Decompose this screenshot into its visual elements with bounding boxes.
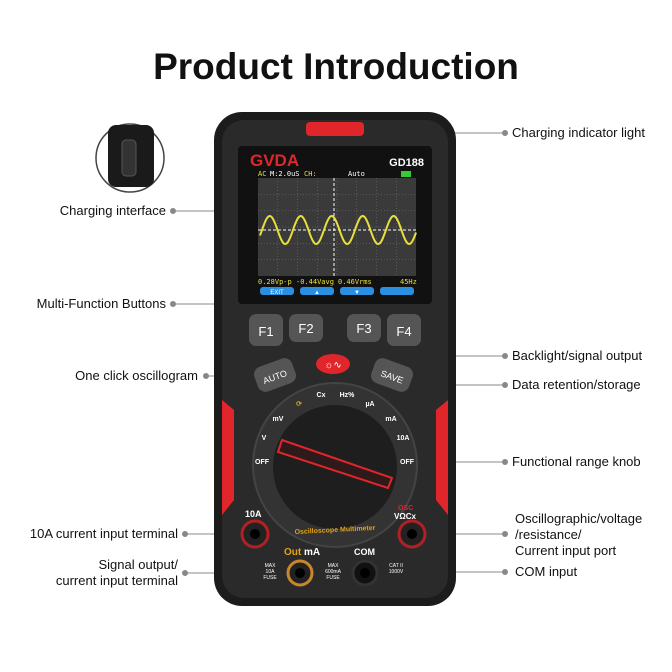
dial-caption: Oscilloscope Multimeter bbox=[294, 525, 375, 536]
callout-signal-output: Signal output/ current input terminal bbox=[55, 557, 178, 588]
label-ma: mA bbox=[304, 547, 320, 558]
softkey-label: ▼ bbox=[354, 290, 360, 296]
function-buttons bbox=[249, 314, 421, 392]
svg-text:Hz%: Hz% bbox=[340, 392, 356, 399]
callout-osc-port: Oscillographic/voltage /resistance/ Curr… bbox=[515, 511, 643, 558]
button-f4[interactable]: F4 bbox=[396, 324, 411, 339]
svg-text:MAX: MAX bbox=[265, 563, 277, 569]
svg-text:Cx: Cx bbox=[317, 392, 326, 399]
svg-text:mA: mA bbox=[385, 416, 396, 423]
svg-text:MAX: MAX bbox=[328, 563, 340, 569]
svg-text:1000V: 1000V bbox=[389, 569, 404, 575]
label-10a: 10A bbox=[245, 509, 262, 519]
svg-text:FUSE: FUSE bbox=[326, 575, 340, 581]
reading-vpp: 0.28Vp-p bbox=[258, 278, 292, 286]
button-f2[interactable]: F2 bbox=[298, 321, 313, 336]
svg-text:µA: µA bbox=[365, 401, 374, 408]
label-out: Out bbox=[284, 547, 302, 558]
brand-logo: GVDA bbox=[250, 151, 299, 170]
svg-text:FUSE: FUSE bbox=[263, 575, 277, 581]
svg-text:10A: 10A bbox=[266, 569, 276, 575]
dial-positions: OFF V mV ⟳ Cx Hz% µA mA 10A OFF bbox=[255, 392, 415, 466]
callout-backlight: Backlight/signal output bbox=[512, 348, 643, 363]
softkey-1 bbox=[300, 287, 334, 295]
page-title: Product Introduction bbox=[153, 46, 519, 87]
model-label: GD188 bbox=[389, 157, 424, 169]
callout-com-input: COM input bbox=[515, 564, 578, 579]
label-com: COM bbox=[354, 547, 375, 557]
status-mode: Auto bbox=[348, 170, 365, 178]
svg-text:OFF: OFF bbox=[400, 459, 415, 466]
fuse-ratings: MAX 10A FUSE MAX 600mA FUSE CAT II 1000V bbox=[263, 563, 404, 581]
backlight-button[interactable]: ☼∿ bbox=[324, 360, 342, 371]
callout-multi-function-buttons: Multi-Function Buttons bbox=[36, 296, 166, 311]
charging-indicator-light bbox=[306, 122, 364, 136]
button-f1[interactable]: F1 bbox=[258, 324, 273, 339]
svg-text:⟳: ⟳ bbox=[296, 401, 302, 408]
softkey-2 bbox=[340, 287, 374, 295]
status-coupling: AC bbox=[258, 170, 266, 178]
callout-10a-input: 10A current input terminal bbox=[29, 526, 178, 541]
svg-text:mV: mV bbox=[273, 416, 284, 423]
label-vohm: VΩCx bbox=[394, 512, 417, 521]
callout-one-click-oscillogram: One click oscillogram bbox=[75, 368, 198, 383]
svg-text:OFF: OFF bbox=[255, 459, 270, 466]
softkey-label: EXIT bbox=[270, 290, 284, 296]
status-channel: CH: bbox=[304, 170, 317, 178]
reading-vrms: 0.46Vrms bbox=[338, 278, 372, 286]
label-osc: OSC bbox=[398, 505, 413, 512]
callout-range-knob: Functional range knob bbox=[512, 454, 641, 469]
svg-text:V: V bbox=[262, 435, 267, 442]
reading-freq: 45Hz bbox=[400, 278, 417, 286]
button-f3[interactable]: F3 bbox=[356, 321, 371, 336]
svg-text:10A: 10A bbox=[397, 435, 410, 442]
softkey-3 bbox=[380, 287, 414, 295]
charging-interface-inset bbox=[95, 123, 165, 193]
waveform-trace bbox=[259, 214, 417, 246]
svg-text:600mA: 600mA bbox=[325, 569, 342, 575]
callout-data-retention: Data retention/storage bbox=[512, 377, 641, 392]
reading-vavg: -0.44Vavg bbox=[296, 278, 334, 286]
callout-charging-interface: Charging interface bbox=[59, 203, 166, 218]
softkey-0 bbox=[260, 287, 294, 295]
softkey-label: ▲ bbox=[314, 290, 320, 296]
callout-charging-indicator: Charging indicator light bbox=[512, 125, 645, 140]
svg-text:CAT II: CAT II bbox=[389, 563, 403, 569]
status-timebase: M:2.0uS bbox=[270, 170, 300, 178]
